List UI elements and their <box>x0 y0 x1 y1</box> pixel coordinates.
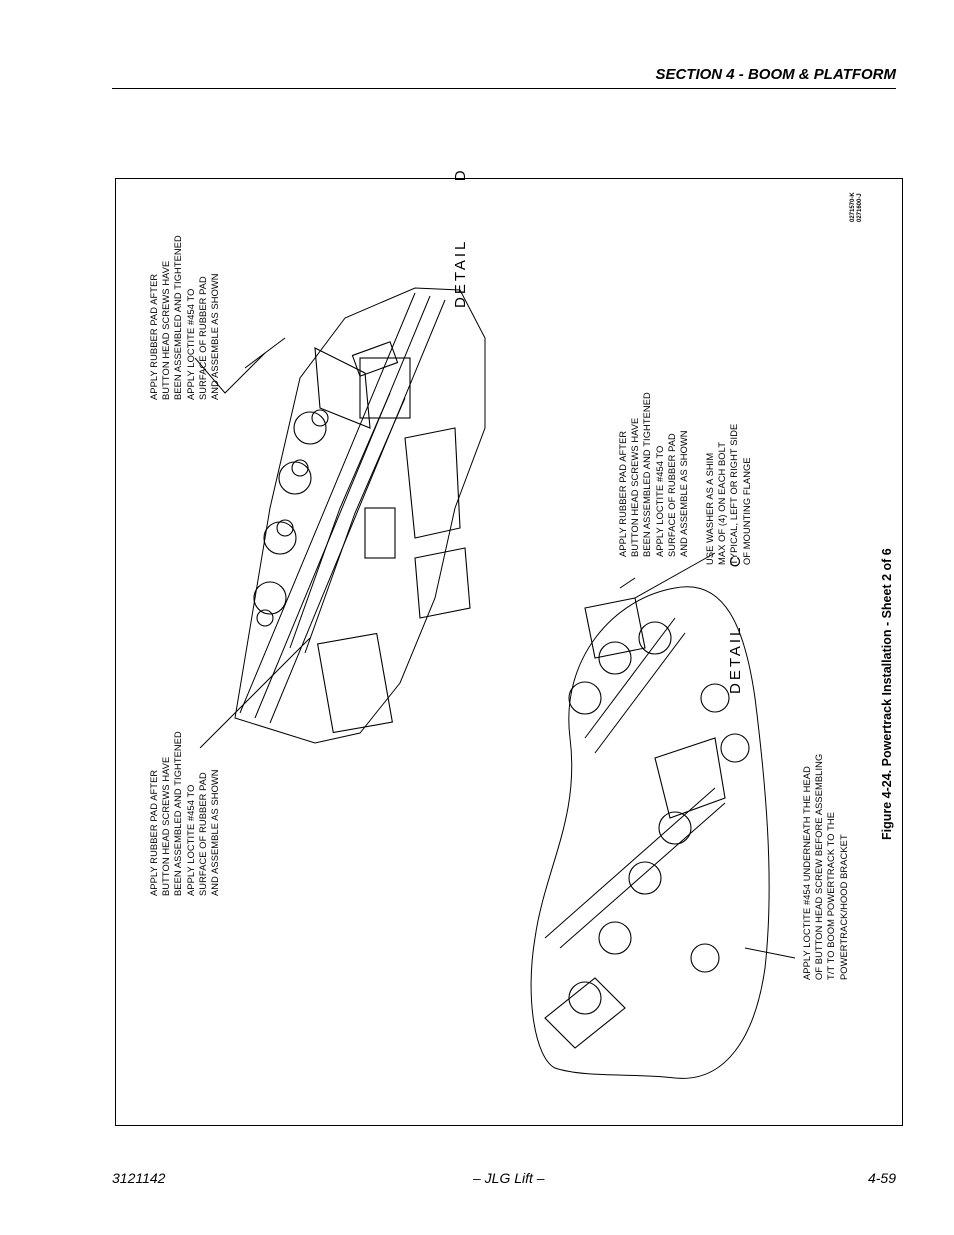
note-line: APPLY LOCTITE #454 UNDERNEATH THE HEAD <box>802 766 812 980</box>
detail-c-word: DETAIL <box>727 624 744 694</box>
note-line: BEEN ASSEMBLED AND TIGHTENED <box>642 392 653 557</box>
detail-c-label: DETAIL C <box>727 553 744 694</box>
note-line: TYPICAL, LEFT OR RIGHT SIDE <box>729 423 740 565</box>
note-loctite-head: APPLY LOCTITE #454 UNDERNEATH THE HEAD O… <box>801 754 850 980</box>
note-line: APPLY LOCTITE #454 TO <box>185 288 196 400</box>
note-line: AND ASSEMBLE AS SHOWN <box>679 430 690 557</box>
drawing-number-1: 0271570-K <box>850 192 856 222</box>
detail-d-letter: D <box>452 167 469 182</box>
note-line: MAX OF (4) ON EACH BOLT <box>717 441 728 565</box>
footer-doc-number: 3121142 <box>112 1170 166 1186</box>
detail-c-outline <box>530 586 770 1079</box>
figure-frame <box>115 178 903 1126</box>
drawing-number-2: 0271600-J <box>857 193 863 222</box>
note-line: BUTTON HEAD SCREWS HAVE <box>161 260 172 400</box>
detail-d-outline <box>234 287 486 744</box>
note-line: SURFACE OF RUBBER PAD <box>197 276 208 400</box>
note-line: USE WASHER AS A SHIM <box>705 452 715 565</box>
footer-center: – JLG Lift – <box>473 1170 545 1186</box>
detail-d-word: DETAIL <box>452 238 469 308</box>
footer-page-number: 4-59 <box>867 1170 896 1186</box>
note-line: SURFACE OF RUBBER PAD <box>666 433 677 557</box>
note-line: T/T TO BOOM POWERTRACK TO THE <box>826 811 837 980</box>
note-line: AND ASSEMBLE AS SHOWN <box>210 769 221 896</box>
header-rule <box>112 88 896 89</box>
detail-d-label: DETAIL D <box>452 167 469 308</box>
drawing-numbers: 0271570-K 0271600-J <box>850 192 864 222</box>
powertrack-drawing <box>194 287 796 1079</box>
note-line: APPLY RUBBER PAD AFTER <box>149 273 159 400</box>
note-line: BEEN ASSEMBLED AND TIGHTENED <box>173 235 184 400</box>
note-line: SURFACE OF RUBBER PAD <box>197 772 208 896</box>
figure-caption: Figure 4-24. Powertrack Installation - S… <box>880 548 894 840</box>
note-rubber-pad-top: APPLY RUBBER PAD AFTER BUTTON HEAD SCREW… <box>148 235 221 400</box>
note-line: BUTTON HEAD SCREWS HAVE <box>630 417 641 557</box>
note-line: APPLY RUBBER PAD AFTER <box>618 430 628 557</box>
note-line: APPLY LOCTITE #454 TO <box>654 445 665 557</box>
section-title: SECTION 4 - BOOM & PLATFORM <box>655 66 896 83</box>
note-washer: USE WASHER AS A SHIM MAX OF (4) ON EACH … <box>704 424 753 565</box>
note-line: APPLY LOCTITE #454 TO <box>185 784 196 896</box>
note-rubber-pad-bottom: APPLY RUBBER PAD AFTER BUTTON HEAD SCREW… <box>148 731 221 896</box>
note-line: OF MOUNTING FLANGE <box>741 457 752 565</box>
note-line: APPLY RUBBER PAD AFTER <box>149 769 159 896</box>
note-line: AND ASSEMBLE AS SHOWN <box>210 273 221 400</box>
note-line: BEEN ASSEMBLED AND TIGHTENED <box>173 731 184 896</box>
note-rubber-pad-detail-c: APPLY RUBBER PAD AFTER BUTTON HEAD SCREW… <box>617 392 690 557</box>
note-line: POWERTRACK/HOOD BRACKET <box>838 834 849 980</box>
note-line: BUTTON HEAD SCREWS HAVE <box>161 756 172 896</box>
note-line: OF BUTTON HEAD SCREW BEFORE ASSEMBLING <box>814 753 825 980</box>
